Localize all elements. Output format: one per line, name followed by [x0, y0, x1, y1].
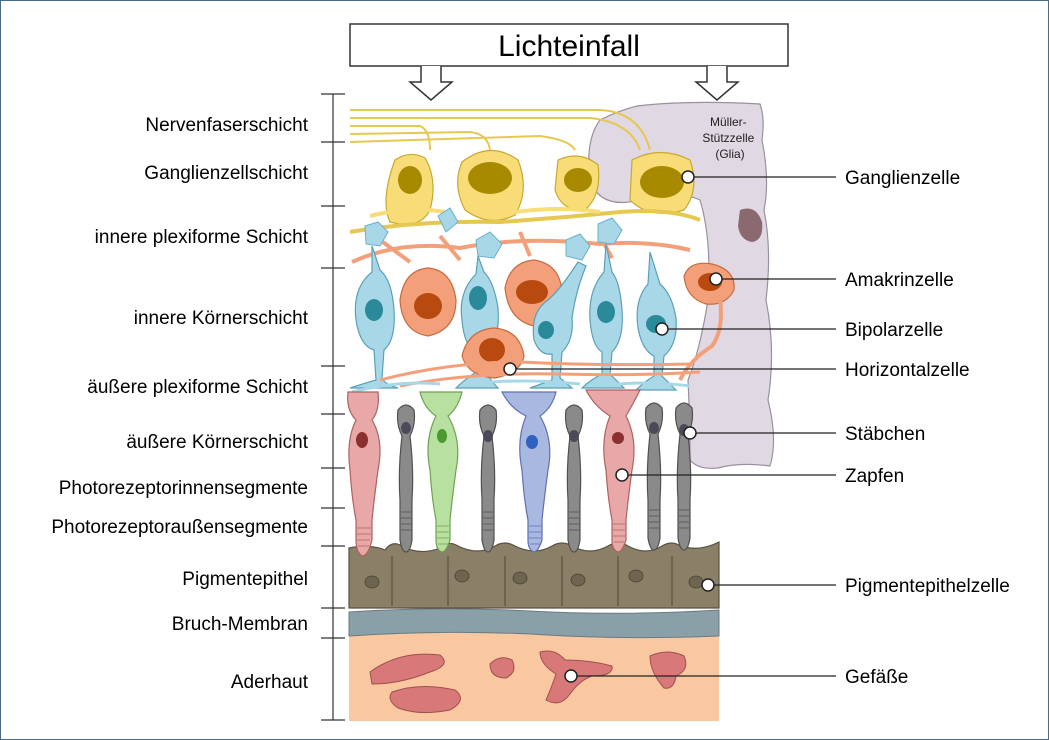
cone-red: [585, 389, 641, 553]
inner-plexiform-dendrites: [351, 231, 691, 264]
layer-label: Aderhaut: [231, 672, 309, 693]
rod: [564, 404, 584, 553]
vessel-icon: [489, 657, 515, 679]
ganglion-cell: [629, 151, 695, 214]
callout-label: Zapfen: [845, 466, 904, 487]
layer-label: äußere Körnerschicht: [126, 432, 308, 453]
bipolar-cell: [580, 243, 626, 389]
ganglion-cell: [457, 149, 524, 221]
marker-dot-icon: [683, 426, 697, 440]
amacrine-cell-right: [678, 262, 735, 381]
marker-dot-icon: [564, 669, 578, 683]
title-text: Lichteinfall: [498, 30, 640, 63]
light-incidence-box: Lichteinfall: [349, 23, 789, 101]
amacrine-cell: [399, 267, 457, 337]
glia-label: Müller- Stützzelle (Glia): [702, 115, 757, 161]
layer-label: Photorezeptorinnensegmente: [59, 478, 308, 499]
layer-label: innere Körnerschicht: [134, 308, 309, 329]
vessel-icon: [389, 685, 461, 714]
inner-nuclear-cells: [349, 243, 735, 391]
outer-plexiform-processes: [351, 360, 701, 394]
layer-label: Photorezeptoraußensegmente: [51, 517, 308, 538]
rod: [478, 404, 498, 553]
marker-dot-icon: [681, 170, 695, 184]
blue-arborizations: [364, 207, 623, 261]
layer-label: Bruch-Membran: [172, 614, 308, 635]
callout-label: Ganglienzelle: [845, 168, 960, 189]
callout-label: Bipolarzelle: [845, 320, 943, 341]
marker-dot-icon: [709, 272, 723, 286]
marker-dot-icon: [655, 322, 669, 336]
marker-dot-icon: [615, 468, 629, 482]
marker-dot-icon: [503, 362, 517, 376]
marker-dot-icon: [701, 578, 715, 592]
bipolar-cell: [349, 245, 399, 389]
layer-scale: [321, 93, 345, 721]
rod: [644, 402, 664, 551]
light-arrow-icon: [407, 66, 455, 101]
layer-label: Ganglienzellschicht: [144, 163, 308, 184]
glia-nucleus: [738, 208, 763, 242]
cone-red: [347, 391, 381, 557]
layer-label: Nervenfaserschicht: [145, 115, 308, 136]
bipolar-cell: [529, 261, 587, 389]
layer-label: Pigmentepithel: [182, 569, 308, 590]
nerve-fibers: [349, 109, 651, 151]
cone-blue: [501, 391, 557, 553]
bruch-membrane: [348, 608, 720, 639]
layer-label: äußere plexiforme Schicht: [87, 377, 308, 398]
pigment-epithelium: [348, 541, 720, 609]
callout-label: Amakrinzelle: [845, 270, 954, 291]
layer-label: innere plexiforme Schicht: [95, 227, 309, 248]
layer-labels: Nervenfaserschicht Ganglienzellschicht i…: [51, 115, 308, 693]
callout-labels: Ganglienzelle Amakrinzelle Bipolarzelle …: [845, 168, 1010, 688]
ganglion-cell: [385, 153, 434, 225]
ganglion-cells: [349, 149, 701, 234]
rod: [396, 404, 416, 553]
rod: [674, 402, 694, 551]
vessel-icon: [369, 653, 445, 685]
choroid: [349, 633, 719, 721]
callout-lines: [510, 176, 836, 677]
light-arrow-icon: [693, 66, 741, 101]
photoreceptors: [347, 389, 694, 557]
ganglion-cell: [554, 155, 600, 211]
callout-label: Stäbchen: [845, 424, 925, 445]
callout-markers: [503, 170, 723, 683]
bipolar-cell: [454, 255, 500, 389]
cone-green: [419, 391, 463, 553]
callout-label: Gefäße: [845, 667, 908, 688]
callout-label: Horizontalzelle: [845, 360, 970, 381]
callout-label: Pigmentepithelzelle: [845, 576, 1010, 597]
